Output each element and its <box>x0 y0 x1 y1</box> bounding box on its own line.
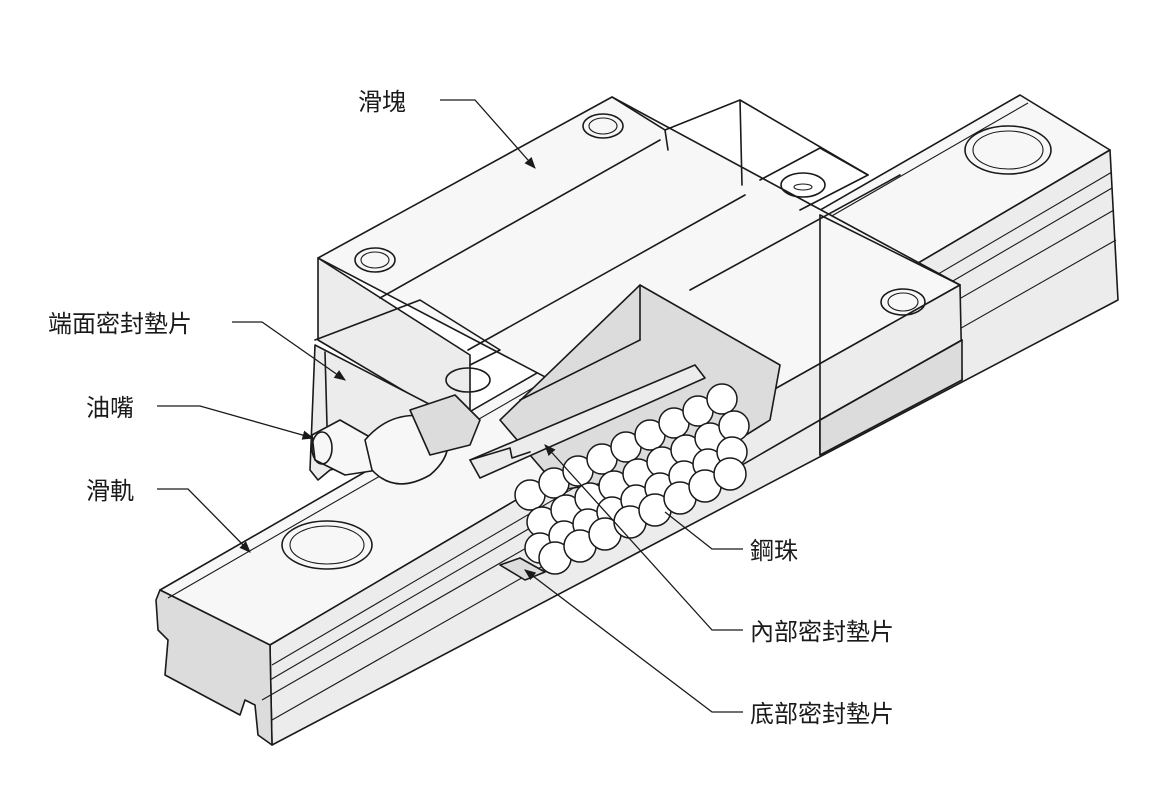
block-oil-port <box>780 172 826 198</box>
label-grease-nipple: 油嘴 <box>86 394 134 422</box>
rail-mounting-hole <box>281 520 373 570</box>
leader-lines <box>157 99 743 713</box>
label-block: 滑塊 <box>358 88 406 116</box>
steel-balls <box>514 383 750 575</box>
label-rail: 滑軌 <box>86 477 134 505</box>
rail-mounting-hole <box>964 125 1052 175</box>
label-end-seal: 端面密封墊片 <box>48 310 192 338</box>
grease-nipple <box>311 367 491 485</box>
steel-ball <box>713 457 747 491</box>
inner-seal <box>469 364 706 479</box>
label-inner-seal: 內部密封墊片 <box>750 618 894 646</box>
steel-ball <box>706 383 738 415</box>
label-bottom-seal: 底部密封墊片 <box>750 700 894 728</box>
label-steel-balls: 鋼珠 <box>750 537 798 565</box>
block-tapped-hole <box>354 247 396 273</box>
block-tapped-hole <box>582 113 624 139</box>
block-tapped-hole <box>880 288 926 316</box>
